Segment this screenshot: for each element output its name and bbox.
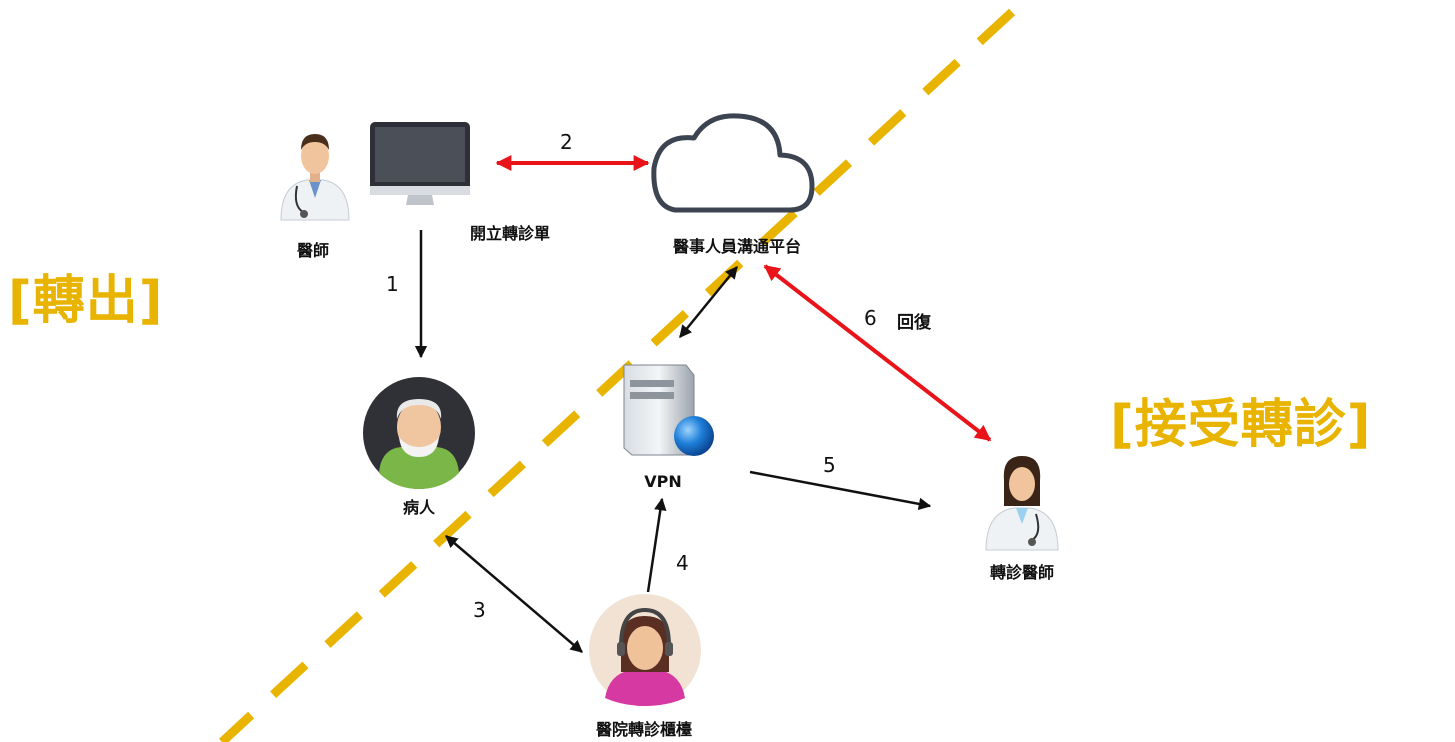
arrow-step-4 [646,497,667,593]
arrow-step-3 [445,535,583,653]
step-4-label: 4 [676,551,689,575]
reply-label: 回復 [897,313,931,333]
patient-label: 病人 [402,498,436,517]
step-3-label: 3 [473,598,486,622]
doctor-label: 醫師 [296,241,330,260]
female-doctor-icon [985,456,1059,551]
elderly-patient-icon [363,377,475,489]
accept-referral-label: [接受轉診] [1110,395,1372,455]
step-5-label: 5 [823,453,836,477]
vpn-label: VPN [644,472,682,491]
counter-label: 醫院轉診櫃檯 [595,720,693,739]
referral-form-label: 開立轉診單 [469,224,551,243]
arrow-step-6 [763,264,992,442]
step-1-label: 1 [386,272,399,296]
dashed-divider [218,8,1016,742]
server-globe-icon [623,364,714,456]
arrow-step-5 [749,470,932,511]
platform-label: 醫事人員溝通平台 [672,237,802,256]
arrow-platform-vpn [679,266,738,338]
referral-doctor-label: 轉診醫師 [989,563,1055,582]
monitor-icon [370,122,470,205]
transfer-out-label: [轉出] [8,271,164,331]
step-6-label: 6 [864,306,877,330]
cloud-icon [651,113,815,213]
male-doctor-icon [280,134,350,221]
step-2-label: 2 [560,130,573,154]
receptionist-headset-icon [589,594,701,706]
